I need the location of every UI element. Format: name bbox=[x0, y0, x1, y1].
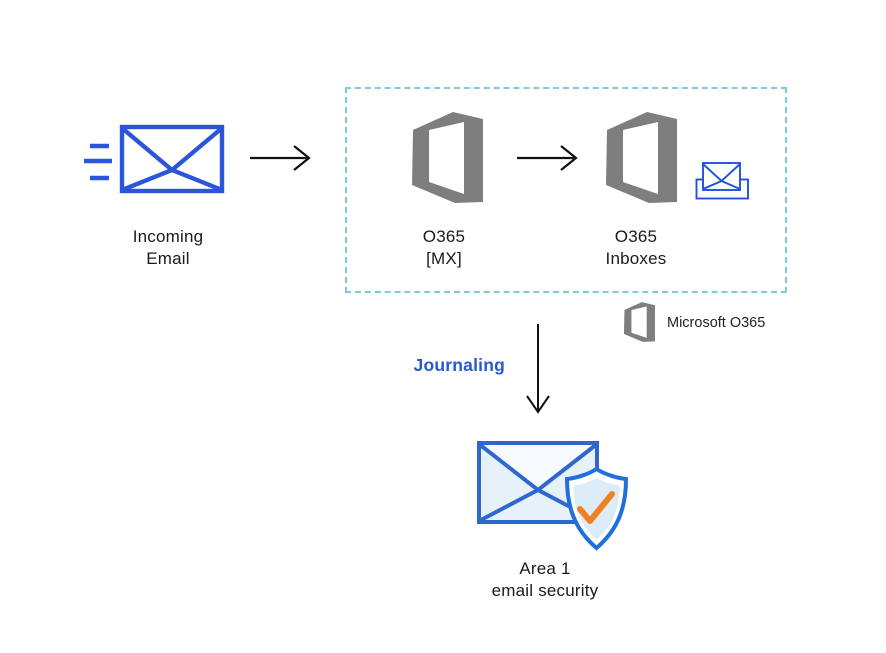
o365-inboxes-label: O365 Inboxes bbox=[605, 227, 667, 268]
o365-boundary-box bbox=[345, 87, 787, 293]
arrow-right-icon bbox=[517, 145, 578, 171]
incoming-email-icon bbox=[84, 124, 225, 194]
area1-email-security-label: Area 1 email security bbox=[491, 559, 599, 600]
inbox-tray-icon bbox=[695, 162, 749, 200]
incoming-email-label: Incoming Email bbox=[132, 227, 204, 268]
o365-mx-label: O365 [MX] bbox=[422, 227, 466, 268]
office365-inboxes-icon bbox=[606, 112, 677, 203]
microsoft-o365-legend-label: Microsoft O365 bbox=[667, 315, 766, 331]
arrow-right-icon bbox=[250, 145, 311, 171]
journaling-label: Journaling bbox=[413, 355, 505, 375]
email-security-shield-icon bbox=[477, 441, 629, 551]
office365-mx-icon bbox=[412, 112, 483, 203]
microsoft-o365-legend-icon bbox=[624, 302, 655, 342]
arrow-down-icon bbox=[526, 324, 550, 414]
